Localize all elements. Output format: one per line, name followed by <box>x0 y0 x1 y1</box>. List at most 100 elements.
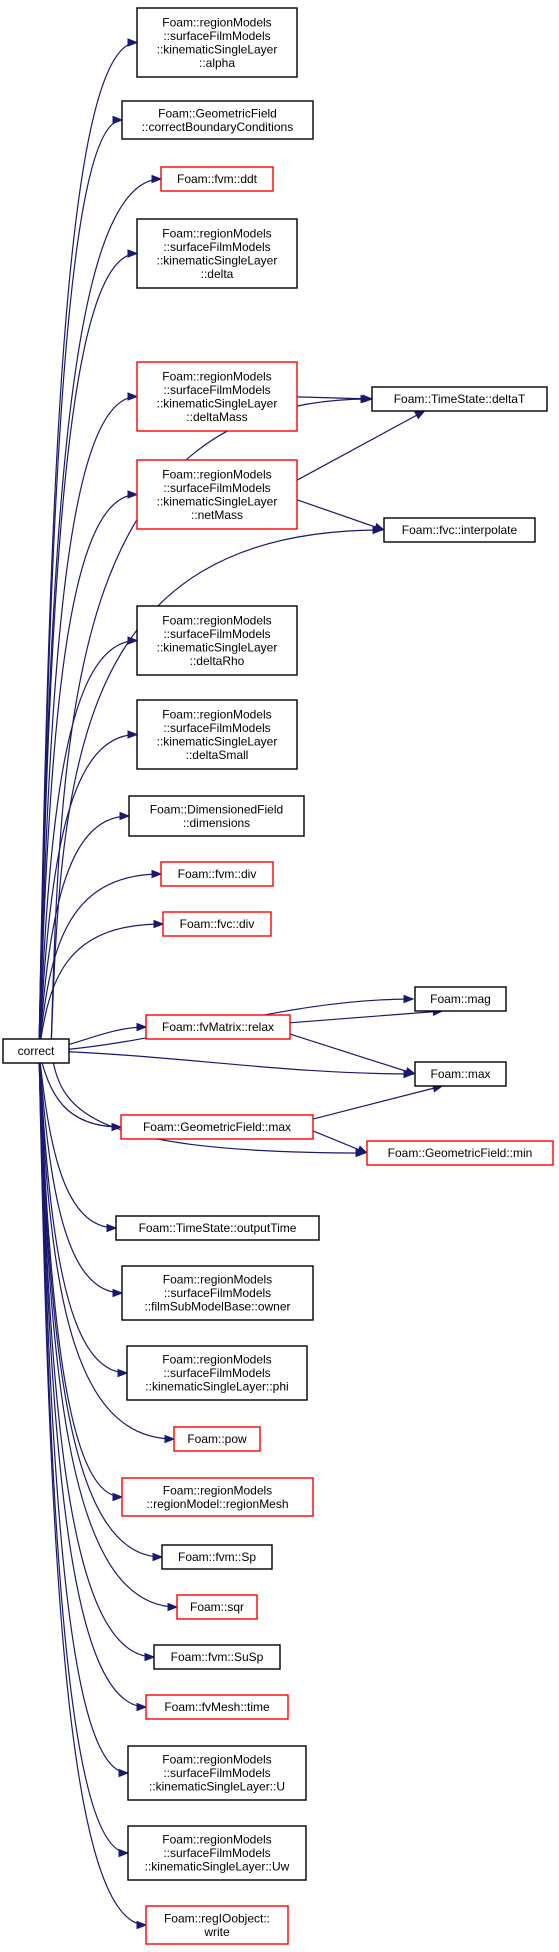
node-label-line: Foam::regionModels <box>162 613 271 627</box>
node-regionMesh[interactable]: Foam::regionModels::regionModel::regionM… <box>121 1477 314 1517</box>
node-phi[interactable]: Foam::regionModels::surfaceFilmModels::k… <box>126 1345 308 1401</box>
node-label-line: Foam::fvc::interpolate <box>402 523 518 537</box>
edge-correct-to-deltaMass <box>38 392 139 1052</box>
edge-line <box>38 1050 123 1294</box>
edge-line <box>38 493 138 1052</box>
node-correctBC[interactable]: Foam::GeometricField::correctBoundaryCon… <box>121 100 314 140</box>
node-label-line: Foam::sqr <box>190 1600 244 1614</box>
edge-netMass-to-fvc_interpolate <box>296 499 386 531</box>
node-fvc-div[interactable]: Foam::fvc::div <box>162 911 272 937</box>
node-label-line: ::surfaceFilmModels <box>163 29 270 43</box>
node-U[interactable]: Foam::regionModels::surfaceFilmModels::k… <box>127 1745 307 1801</box>
edge-line <box>38 395 138 1052</box>
node-outputTime[interactable]: Foam::TimeState::outputTime <box>115 1215 320 1241</box>
node-box <box>127 1745 307 1801</box>
node-fvm-Sp[interactable]: Foam::fvm::Sp <box>161 1544 273 1570</box>
edge-deltaMass-to-deltaT <box>296 394 374 403</box>
edge-line <box>38 815 130 1052</box>
node-label-line: ::kinematicSingleLayer <box>157 42 278 56</box>
node-label-line: ::surfaceFilmModels <box>163 1366 270 1380</box>
node-box <box>162 911 272 937</box>
node-write[interactable]: Foam::regIOobject::write <box>145 1905 289 1945</box>
node-label-line: Foam::max <box>430 1067 490 1081</box>
node-delta[interactable]: Foam::regionModels::surfaceFilmModels::k… <box>136 218 298 289</box>
node-netMass[interactable]: Foam::regionModels::surfaceFilmModels::k… <box>136 459 298 530</box>
edge-correct-to-fvc_div <box>38 919 165 1052</box>
node-label-line: ::kinematicSingleLayer <box>157 396 278 410</box>
node-Uw[interactable]: Foam::regionModels::surfaceFilmModels::k… <box>127 1825 307 1881</box>
node-label-line: Foam::pow <box>187 1432 247 1446</box>
node-fvm-SuSp[interactable]: Foam::fvm::SuSp <box>153 1644 281 1670</box>
node-fvc-interpolate[interactable]: Foam::fvc::interpolate <box>383 517 536 543</box>
node-box <box>145 1694 289 1720</box>
edge-line <box>50 1050 414 1075</box>
node-label-line: write <box>203 1925 230 1939</box>
edge-correct-to-fvm_div <box>38 869 163 1052</box>
node-box <box>414 986 507 1012</box>
node-relax[interactable]: Foam::fvMatrix::relax <box>145 1014 291 1040</box>
edge-arrowhead <box>112 1492 124 1502</box>
edge-arrowhead <box>118 1768 130 1778</box>
edge-arrowhead <box>127 636 139 645</box>
edge-line <box>289 1033 416 1075</box>
edge-line <box>296 396 373 400</box>
edge-arrowhead <box>414 410 426 420</box>
node-label-line: ::surfaceFilmModels <box>164 1286 271 1300</box>
node-deltaT[interactable]: Foam::TimeState::deltaT <box>371 386 548 412</box>
node-deltaMass[interactable]: Foam::regionModels::surfaceFilmModels::k… <box>136 361 298 432</box>
node-gf-max[interactable]: Foam::GeometricField::max <box>120 1114 314 1140</box>
node-max[interactable]: Foam::max <box>414 1061 507 1087</box>
node-label-line: ::surfaceFilmModels <box>163 1766 270 1780</box>
edge-line <box>38 733 138 1052</box>
node-box <box>127 1825 307 1881</box>
edge-correct-to-gf_min <box>50 1050 367 1158</box>
node-mag[interactable]: Foam::mag <box>414 986 507 1012</box>
node-box <box>2 1038 70 1064</box>
edge-line <box>38 923 164 1052</box>
node-label-line: ::kinematicSingleLayer <box>157 253 278 267</box>
node-label-line: Foam::fvm::Sp <box>178 1550 256 1564</box>
edge-gf_max-to-max <box>312 1084 444 1120</box>
node-label-line: Foam::regionModels <box>162 369 271 383</box>
node-dimensions[interactable]: Foam::DimensionedField::dimensions <box>128 795 305 837</box>
node-fvm-ddt[interactable]: Foam::fvm::ddt <box>160 166 274 192</box>
edge-correct-to-delta <box>38 249 139 1052</box>
node-label-line: Foam::regionModels <box>162 1833 271 1847</box>
node-pow[interactable]: Foam::pow <box>173 1426 261 1452</box>
node-correct[interactable]: correct <box>2 1038 70 1064</box>
edge-arrowhead <box>403 994 415 1004</box>
nodes-layer: correctFoam::regionModels::surfaceFilmMo… <box>2 7 554 1945</box>
node-box <box>128 795 305 837</box>
node-label-line: ::kinematicSingleLayer::phi <box>145 1380 288 1394</box>
edge-line <box>38 1050 122 1128</box>
node-label-line: ::surfaceFilmModels <box>163 627 270 641</box>
node-box <box>120 1114 314 1140</box>
node-label-line: Foam::regIOobject:: <box>164 1911 270 1925</box>
node-alpha[interactable]: Foam::regionModels::surfaceFilmModels::k… <box>136 7 298 78</box>
edge-line <box>38 1050 117 1229</box>
node-label-line: ::deltaSmall <box>186 748 249 762</box>
node-label-line: Foam::GeometricField::max <box>143 1120 291 1134</box>
node-label-line: Foam::fvMatrix::relax <box>162 1020 274 1034</box>
node-gf-min[interactable]: Foam::GeometricField::min <box>366 1140 554 1166</box>
node-label-line: Foam::TimeState::deltaT <box>394 392 526 406</box>
node-box <box>136 459 298 530</box>
node-box <box>161 1544 273 1570</box>
node-label-line: ::delta <box>201 267 234 281</box>
node-label-line: Foam::regionModels <box>162 707 271 721</box>
edge-correct-to-write <box>38 1050 148 1930</box>
edge-arrowhead <box>356 1145 369 1154</box>
edge-correct-to-dimensions <box>38 811 131 1052</box>
node-fvMesh-time[interactable]: Foam::fvMesh::time <box>145 1694 289 1720</box>
node-sqr[interactable]: Foam::sqr <box>176 1594 258 1620</box>
node-owner[interactable]: Foam::regionModels::surfaceFilmModels::f… <box>121 1265 314 1321</box>
edge-correct-to-netMass <box>38 490 139 1052</box>
node-deltaSmall[interactable]: Foam::regionModels::surfaceFilmModels::k… <box>136 699 298 770</box>
node-label-line: Foam::fvm::div <box>178 867 257 881</box>
node-fvm-div[interactable]: Foam::fvm::div <box>160 861 274 887</box>
edge-correct-to-outputTime <box>38 1050 118 1233</box>
edge-arrowhead <box>151 174 163 184</box>
node-box <box>145 1014 291 1040</box>
node-deltaRho[interactable]: Foam::regionModels::surfaceFilmModels::k… <box>136 605 298 676</box>
